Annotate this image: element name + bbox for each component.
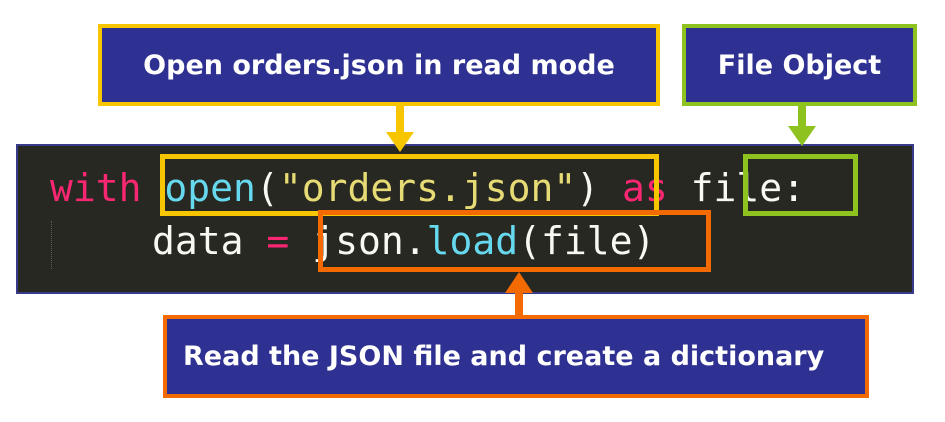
- variable-file: file: [690, 166, 783, 210]
- keyword-with: with: [50, 166, 142, 210]
- operator-equals: =: [266, 219, 290, 263]
- highlight-file-object: [743, 154, 858, 216]
- keyword-as: as: [622, 166, 668, 210]
- function-open: open: [164, 166, 256, 210]
- code-line-1: with open("orders.json") as file:: [50, 164, 805, 212]
- arrow-open: [386, 106, 414, 152]
- function-load: load: [426, 219, 519, 263]
- label-open-read-mode: Open orders.json in read mode: [98, 24, 660, 106]
- code-line-2: data = json.load(file): [152, 217, 655, 265]
- variable-data: data: [152, 219, 244, 263]
- paren-close: ): [576, 166, 600, 210]
- load-args: (file): [518, 219, 656, 263]
- label-file-object: File Object: [682, 24, 917, 106]
- highlight-json-load: [318, 210, 711, 272]
- paren-open: (: [255, 166, 279, 210]
- arrow-read: [505, 272, 533, 317]
- indent-guide: [51, 221, 52, 269]
- string-filename: "orders.json": [278, 166, 577, 210]
- arrow-file-object: [788, 106, 816, 146]
- colon: :: [782, 166, 806, 210]
- module-json: json.: [312, 219, 427, 263]
